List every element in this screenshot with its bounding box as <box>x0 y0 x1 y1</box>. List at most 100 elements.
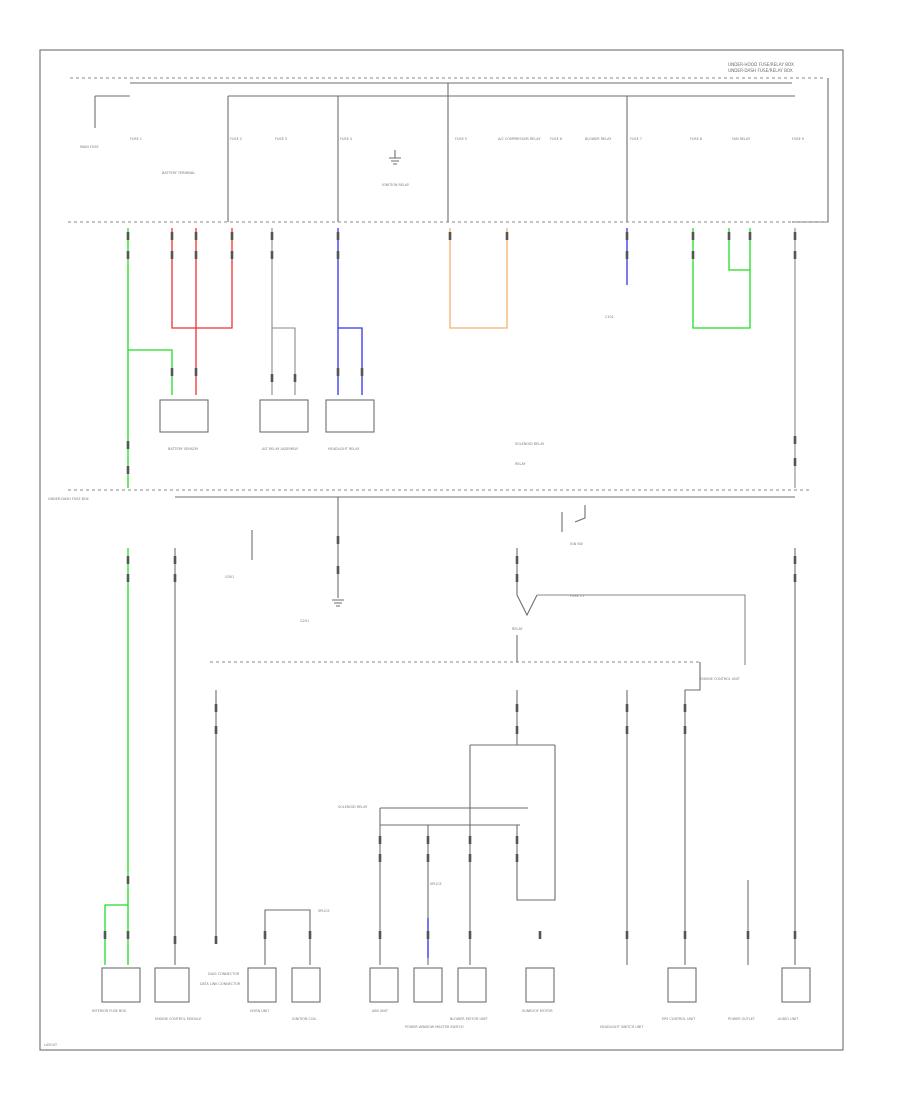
wire-orange-loop <box>449 228 508 329</box>
label-connector-upper: C101 <box>605 315 614 319</box>
connector-pin <box>194 251 198 259</box>
label-data-link: DATA LINK CONNECTOR <box>200 982 241 986</box>
wire-horn-coil <box>264 909 311 965</box>
connector-pin <box>793 232 797 240</box>
wire-green-hook <box>104 904 128 965</box>
label-ground-mid: G201 <box>300 619 309 623</box>
connector-pin <box>515 556 519 564</box>
connector-pin <box>426 931 430 939</box>
connector-pin <box>170 232 174 240</box>
wire-green-loop <box>692 228 751 329</box>
label-inner-box: SOLENOID RELAY <box>338 805 368 809</box>
connector-pin <box>308 931 312 939</box>
label-headlight-relay: HEADLIGHT RELAY <box>328 447 360 451</box>
connector-pin <box>270 251 274 259</box>
connector-pin <box>793 556 797 564</box>
connector-pin <box>793 931 797 939</box>
connector-pin <box>625 251 629 259</box>
connector-pin <box>515 854 519 862</box>
connector-pin <box>173 574 177 582</box>
wire-right-branch <box>684 662 701 965</box>
connector-pin <box>230 251 234 259</box>
label-ac-relay: A/C COMPRESSOR RELAY <box>498 137 541 141</box>
connector-pin <box>468 836 472 844</box>
connector-pin <box>336 368 340 376</box>
label-headlight-switch: HEADLIGHT SWITCH UNIT <box>600 1025 644 1029</box>
label-splice-b: SPLICE <box>430 882 442 886</box>
connector-pin <box>691 251 695 259</box>
connector-pin <box>126 876 130 884</box>
wire-green-branch <box>128 349 173 395</box>
connector-pin <box>126 931 130 939</box>
connector-pin <box>515 726 519 734</box>
right-feed <box>792 78 829 223</box>
label-battery-terminal: BATTERY TERMINAL <box>162 171 195 175</box>
label-fuse-2: FUSE 2 <box>230 137 242 141</box>
connector-pin <box>230 232 234 240</box>
label-fuse-8: FUSE 8 <box>690 137 702 141</box>
label-junction-1: SOLENOID RELAY <box>515 442 545 446</box>
label-eps: EPS CONTROL UNIT <box>662 1017 696 1021</box>
wire-relay-output <box>537 594 746 665</box>
connector-pin <box>126 574 130 582</box>
connector-pin <box>625 726 629 734</box>
label-sw: IGN SW <box>570 542 583 546</box>
title-line-2: UNDER-DASH FUSE/RELAY BOX <box>728 68 793 73</box>
label-right-note: ENGINE CONTROL UNIT <box>700 677 741 681</box>
label-blower-relay: BLOWER RELAY <box>585 137 612 141</box>
branch-main-fuse <box>94 95 130 128</box>
label-fuse-7: FUSE 7 <box>630 137 642 141</box>
connector-pin <box>793 574 797 582</box>
box-battery-sensor <box>159 399 209 433</box>
connector-pin <box>336 536 340 544</box>
connector-pin <box>263 931 267 939</box>
connector-pin <box>214 704 218 712</box>
connector-pin <box>515 704 519 712</box>
connector-pin <box>625 232 629 240</box>
connector-pin <box>336 251 340 259</box>
label-ground-note: G301 <box>225 575 234 579</box>
wire-center-loop <box>469 744 556 965</box>
connector-pin <box>270 374 274 382</box>
connector-pin <box>727 232 731 240</box>
connector-pin <box>126 556 130 564</box>
ground-icon-mid <box>332 599 344 607</box>
label-junction-left: UNDER-DASH FUSE BOX <box>48 497 89 501</box>
connector-pin <box>126 441 130 449</box>
connector-pin <box>683 931 687 939</box>
connector-pin <box>173 936 177 944</box>
connector-pin <box>505 232 509 240</box>
wire-red-loop <box>171 228 233 329</box>
connector-pin <box>214 726 218 734</box>
box-abs <box>369 967 399 1003</box>
inner-junction <box>379 807 528 965</box>
box-ignition-coil <box>291 967 321 1003</box>
connector-pin <box>214 936 218 944</box>
box-power-window <box>413 967 443 1003</box>
connector-pin <box>270 232 274 240</box>
label-ignition-coil: IGNITION COIL <box>292 1017 317 1021</box>
connector-pin <box>793 458 797 466</box>
label-audio: AUDIO UNIT <box>778 1017 799 1021</box>
connector-pin <box>336 232 340 240</box>
connector-pin <box>360 368 364 376</box>
label-splice-a: SPLICE <box>318 909 330 913</box>
label-diag: DIAG CONNECTOR <box>208 972 240 976</box>
diagram-frame <box>39 49 844 1051</box>
connector-pin <box>793 436 797 444</box>
title-line-1: UNDER-HOOD FUSE/RELAY BOX <box>728 62 794 67</box>
label-blower-motor: BLOWER MOTOR UNIT <box>450 1017 488 1021</box>
label-fuse-mid: FUSE 11 <box>570 594 584 598</box>
box-sunroof <box>525 967 555 1003</box>
connector-pin <box>426 854 430 862</box>
connector-pin <box>683 704 687 712</box>
label-interior-fuse: INTERIOR FUSE BOX <box>92 1009 127 1013</box>
label-ecm: ENGINE CONTROL MODULE <box>155 1017 201 1021</box>
label-ig-relay: IGNITION RELAY <box>382 183 410 187</box>
connector-pin <box>691 232 695 240</box>
box-audio <box>781 967 811 1003</box>
connector-pin <box>793 251 797 259</box>
box-eps <box>667 967 697 1003</box>
connector-pin <box>468 854 472 862</box>
